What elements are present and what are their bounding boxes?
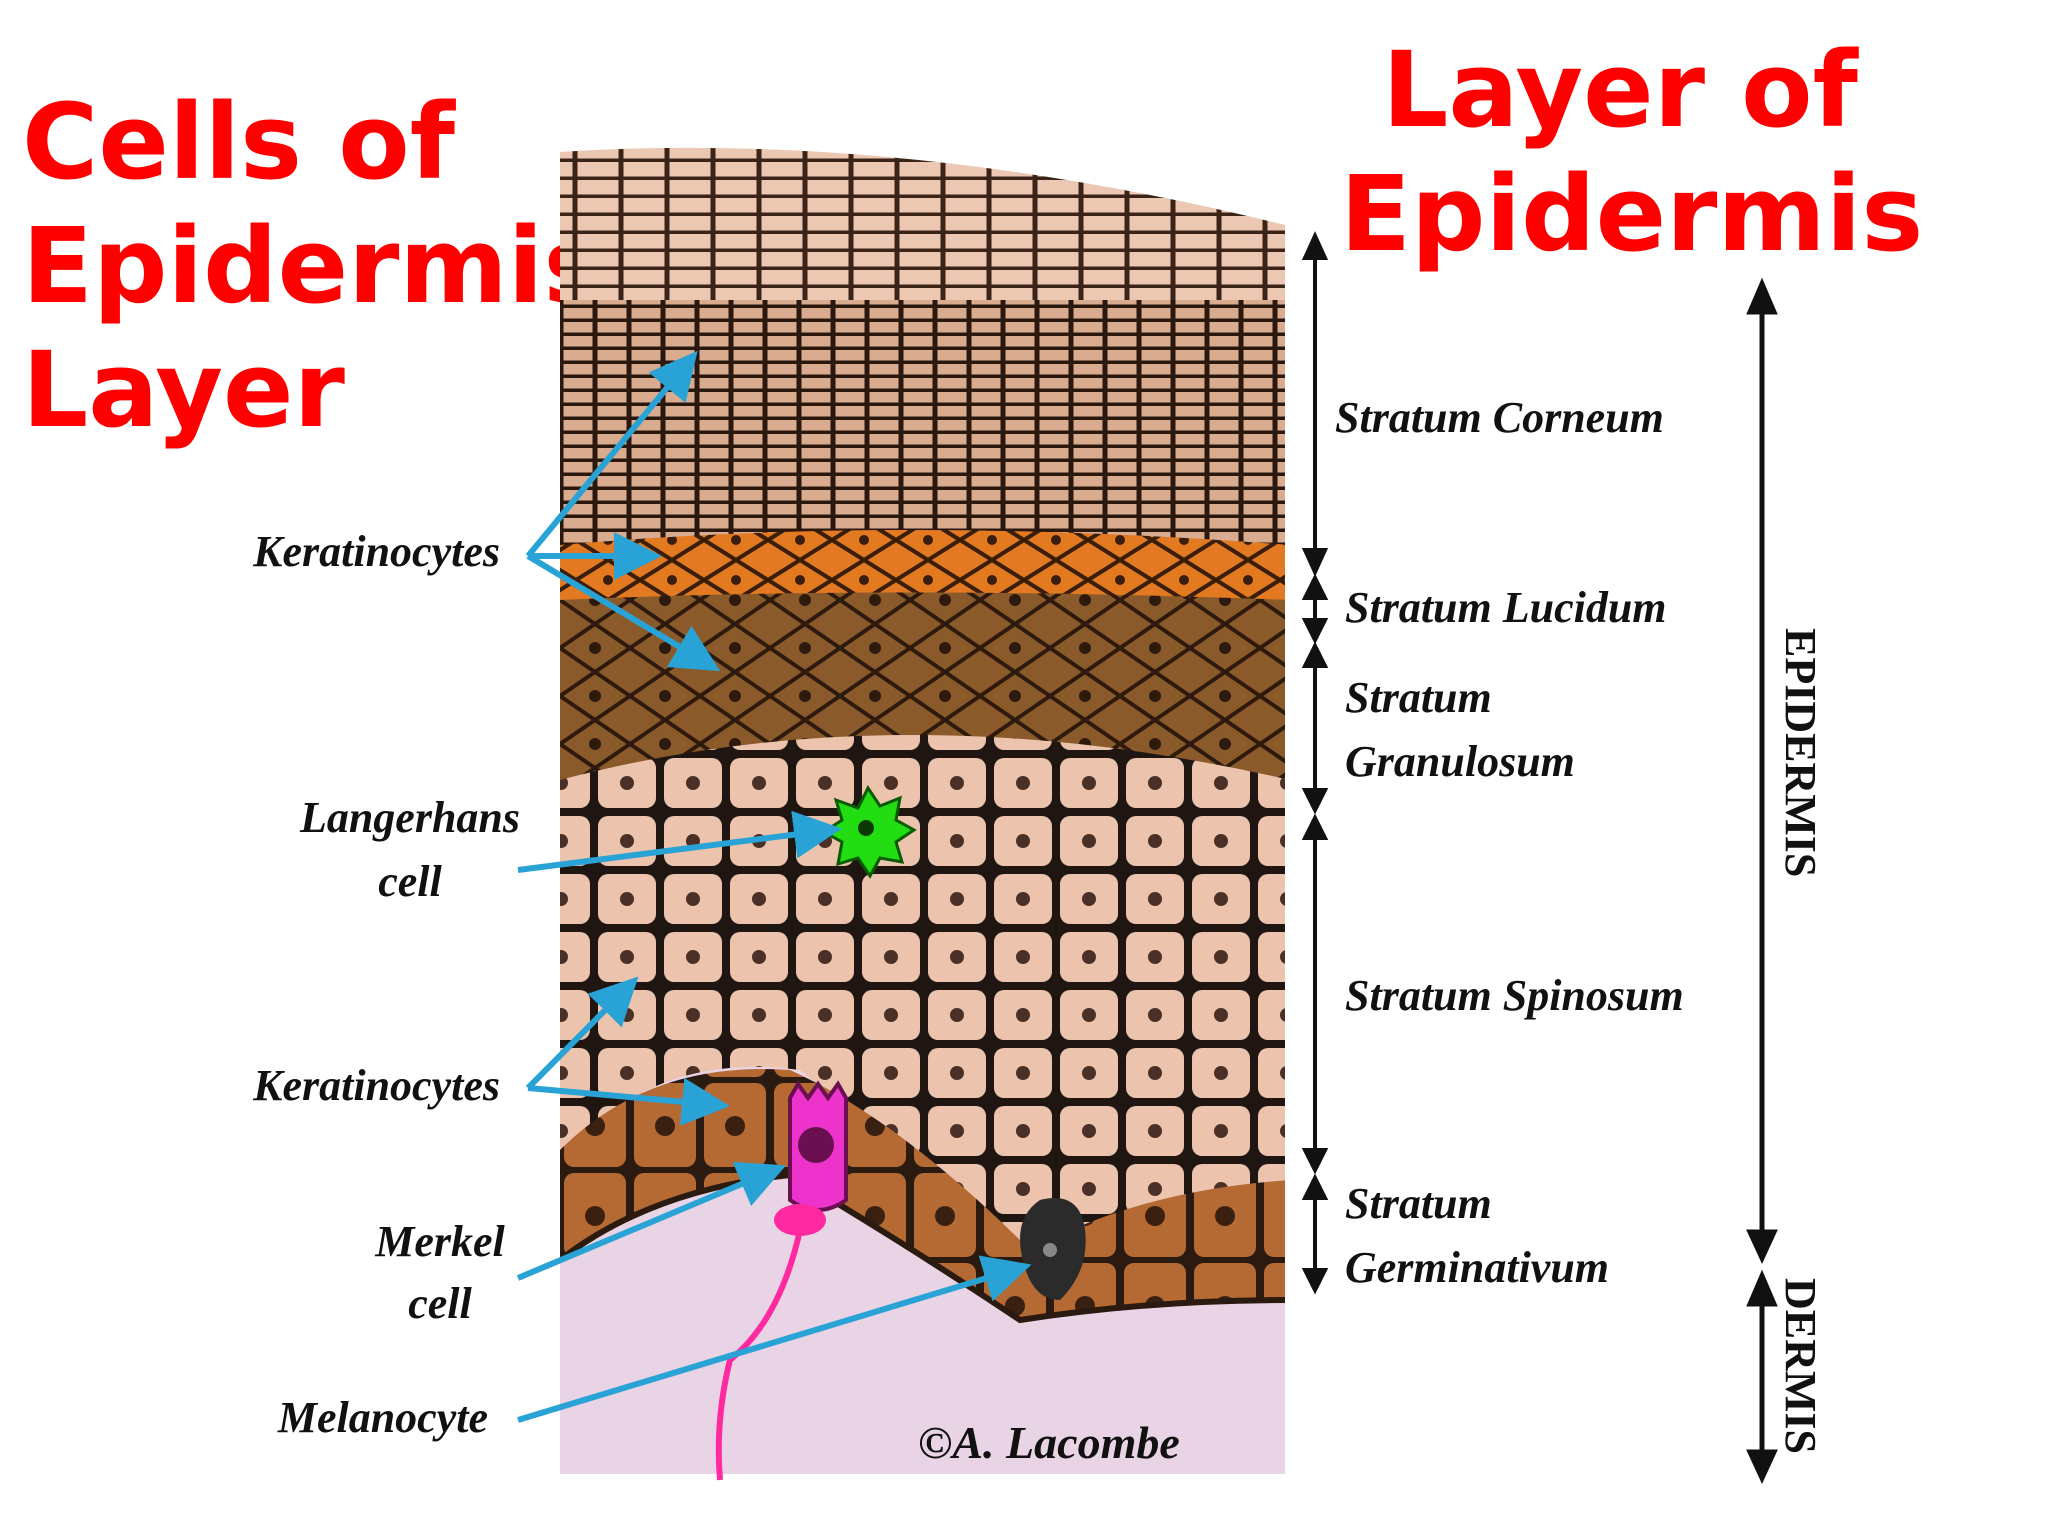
- melanocyte-cell: [1020, 1198, 1086, 1300]
- label-langerhans-2: cell: [378, 857, 442, 906]
- label-stratum-spinosum: Stratum Spinosum: [1345, 971, 1684, 1020]
- label-stratum-lucidum: Stratum Lucidum: [1345, 583, 1667, 632]
- germinativum-band: [560, 1069, 1285, 1320]
- label-stratum-germinativum-1: Stratum: [1345, 1179, 1492, 1228]
- langerhans-cell: [821, 785, 917, 879]
- layer-range-markers: [1301, 231, 1329, 1295]
- label-melanocyte: Melanocyte: [277, 1393, 488, 1442]
- layer-of-epidermis-heading: Layer of Epidermis: [1340, 29, 1924, 275]
- arrow-keratinocytes-basal: [527, 1077, 730, 1126]
- label-keratinocytes-top: Keratinocytes: [252, 527, 500, 576]
- corneum-dense: [560, 300, 1285, 550]
- label-stratum-corneum: Stratum Corneum: [1335, 393, 1664, 442]
- arrow-langerhans: [517, 810, 842, 873]
- pointer-arrows: [516, 350, 1032, 1423]
- label-keratinocytes-bottom: Keratinocytes: [252, 1061, 500, 1110]
- arrow-melanocyte: [517, 1255, 1032, 1423]
- region-brackets: [1746, 277, 1778, 1484]
- label-epidermis: EPIDERMIS: [1776, 628, 1825, 877]
- label-stratum-germinativum-2: Germinativum: [1345, 1243, 1609, 1292]
- label-stratum-granulosum-2: Granulosum: [1345, 737, 1575, 786]
- corneum-top: [560, 147, 1285, 310]
- label-merkel-2: cell: [408, 1279, 472, 1328]
- arrow-keratinocytes-granulosum: [526, 553, 721, 672]
- arrow-keratinocytes-spinosum: [525, 976, 639, 1091]
- nerve-fiber: [715, 1229, 803, 1481]
- label-stratum-granulosum-1: Stratum: [1345, 673, 1492, 722]
- arrow-merkel: [516, 1161, 787, 1281]
- arrow-keratinocytes-corneum: [525, 350, 698, 558]
- label-merkel-1: Merkel: [374, 1217, 505, 1266]
- label-dermis: DERMIS: [1776, 1278, 1825, 1454]
- label-langerhans-1: Langerhans: [299, 793, 520, 842]
- spinosum-band: [560, 735, 1285, 1270]
- credit-label: ©A. Lacombe: [918, 1417, 1180, 1468]
- merkel-cell: [715, 1080, 848, 1481]
- skin-section: [560, 147, 1285, 1474]
